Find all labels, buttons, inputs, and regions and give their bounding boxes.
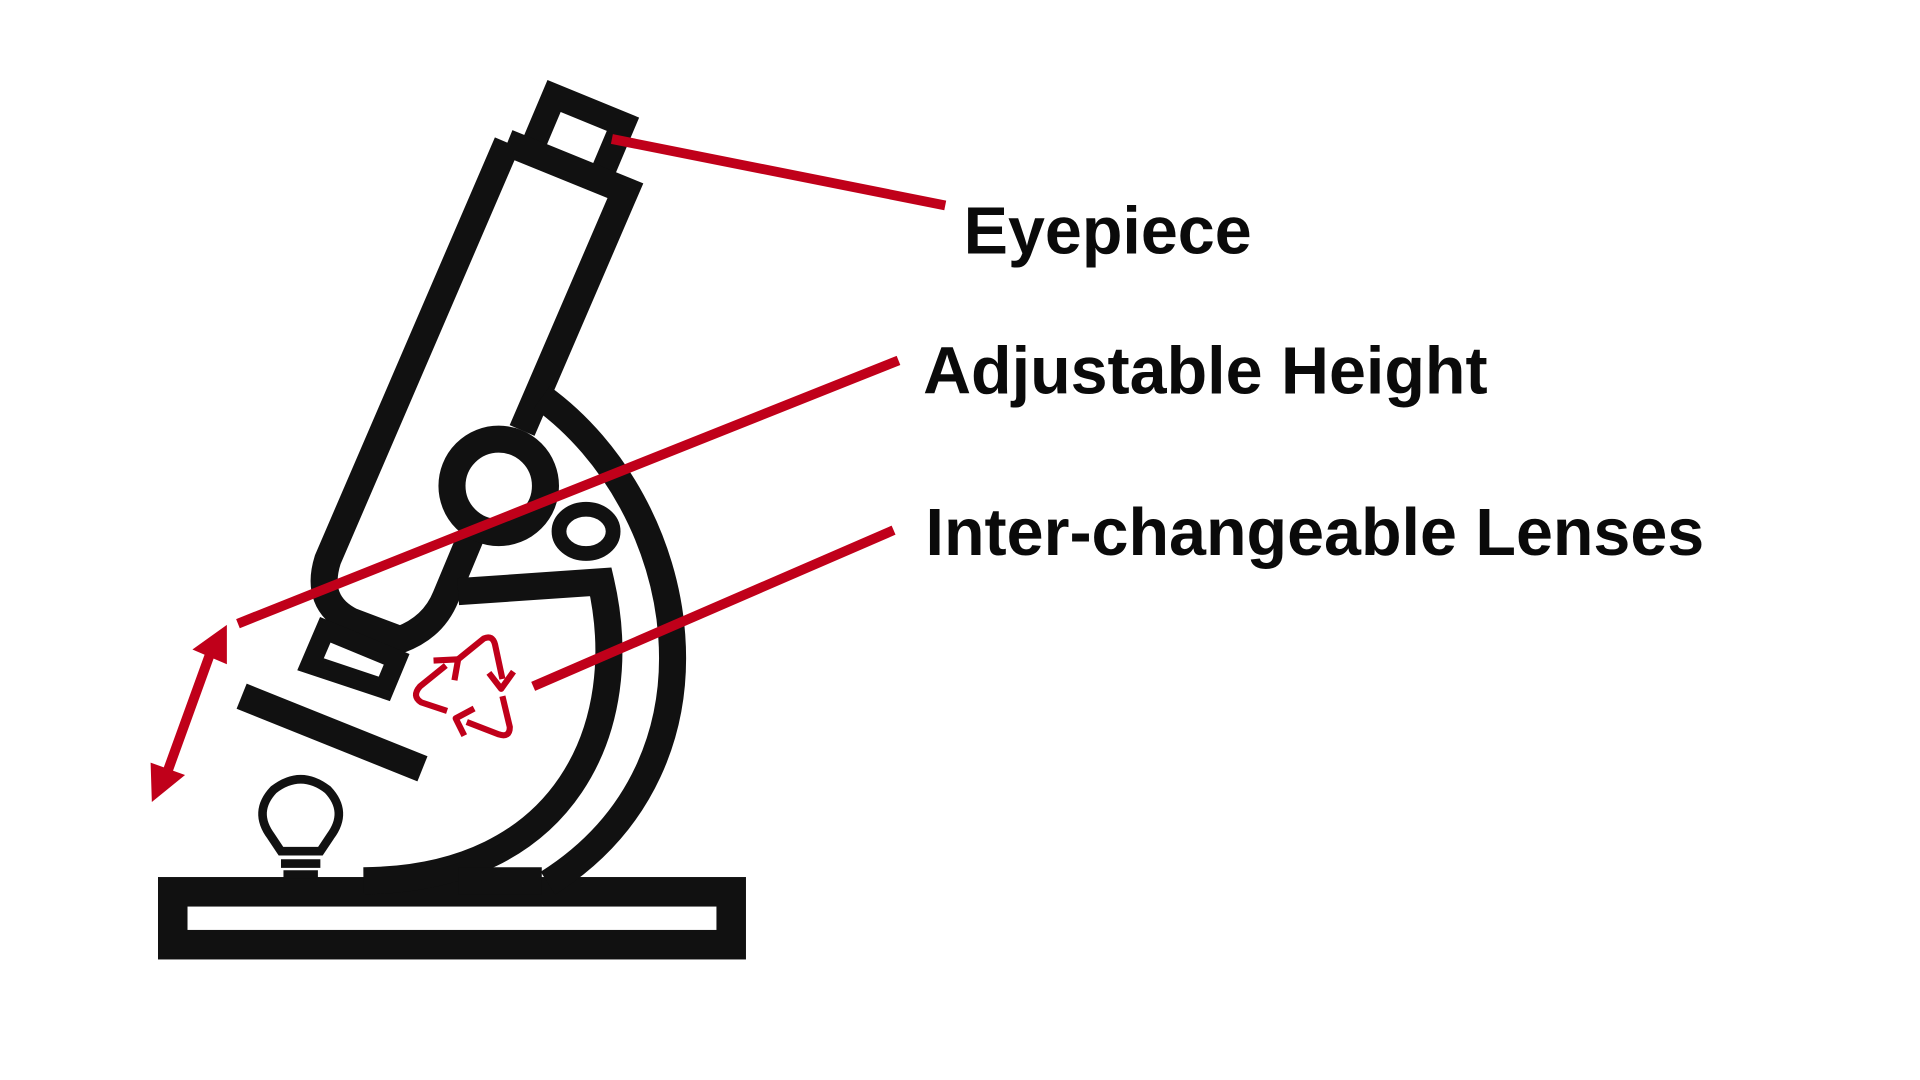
label-lenses: Inter-changeable Lenses <box>926 496 1705 570</box>
label-eyepiece: Eyepiece <box>964 194 1252 268</box>
fine-knob <box>551 501 621 561</box>
objective-lens <box>297 616 410 702</box>
microscope-stage <box>236 683 428 782</box>
eyepiece-pointer <box>610 134 947 211</box>
recycle-arrows-icon <box>412 634 516 739</box>
microscope-base <box>157 877 746 960</box>
lenses-pointer <box>531 525 896 691</box>
adjustable-height-pointer <box>236 355 901 629</box>
light-bulb-icon <box>258 774 344 879</box>
microscope-arm <box>533 386 687 895</box>
microscope-icon <box>157 79 746 960</box>
stage-holder <box>363 567 623 895</box>
double-arrow-icon <box>150 624 227 803</box>
microscope-tube <box>310 130 644 655</box>
label-adjustable-height: Adjustable Height <box>923 335 1488 409</box>
